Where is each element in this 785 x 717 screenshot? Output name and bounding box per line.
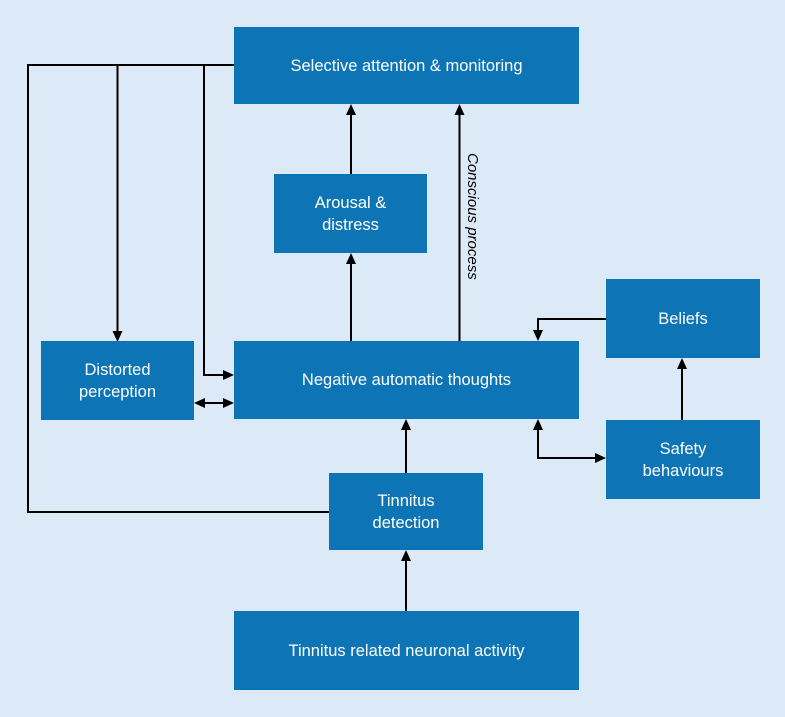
node-selective-attention-label: Selective attention & monitoring (290, 56, 523, 75)
node-tinnitus-detection: Tinnitus detection (329, 473, 483, 550)
edge-negative-thoughts-safety-line (537, 426, 599, 459)
node-negative-automatic-thoughts: Negative automatic thoughts (234, 341, 579, 419)
node-neuronal-activity-label: Tinnitus related neuronal activity (288, 641, 525, 660)
node-neuronal-activity: Tinnitus related neuronal activity (234, 611, 579, 690)
arrowhead-into-negative-thoughts-bottom (533, 419, 543, 430)
node-safety-behaviours: Safety behaviours (606, 420, 760, 499)
node-negative-automatic-thoughts-label: Negative automatic thoughts (301, 371, 512, 389)
arrowhead-into-detection-bottom (401, 550, 411, 561)
node-tinnitus-detection-label: Tinnitus detection (372, 491, 440, 532)
edge-beliefs-to-negative-thoughts-line (537, 318, 606, 334)
arrowhead-into-negative-thoughts-top (533, 330, 543, 341)
node-selective-attention: Selective attention & monitoring (234, 27, 579, 104)
node-arousal-distress-label: Arousal & distress (314, 193, 387, 234)
node-safety-behaviours-label: Safety behaviours (642, 439, 724, 480)
arrowhead-into-selective-bottom-left (346, 104, 356, 115)
arrowhead-into-negative-thoughts-bottom2 (401, 419, 411, 430)
node-distorted-perception: Distorted perception (41, 341, 194, 420)
conscious-process-annotation: Conscious process (464, 153, 481, 280)
node-beliefs-label: Beliefs (658, 309, 708, 328)
edge-detection-to-selective-trunk (27, 64, 329, 513)
arrowhead-into-selective-bottom-right (454, 104, 465, 115)
node-beliefs: Beliefs (606, 279, 760, 358)
arrowhead-into-distorted-right (194, 398, 205, 408)
arrowhead-into-negative-thoughts-left (223, 370, 234, 380)
edge-trunk-to-negative-thoughts-line (203, 65, 226, 376)
arrowhead-into-negative-thoughts-left2 (223, 398, 234, 408)
arrowhead-into-beliefs-bottom (677, 358, 687, 369)
arrowhead-into-safety-left (595, 453, 606, 463)
node-arousal-distress: Arousal & distress (274, 174, 427, 253)
node-distorted-perception-label: Distorted perception (78, 360, 157, 401)
arrowhead-into-arousal-bottom (346, 253, 356, 264)
arrowhead-into-distorted-top (112, 331, 123, 342)
